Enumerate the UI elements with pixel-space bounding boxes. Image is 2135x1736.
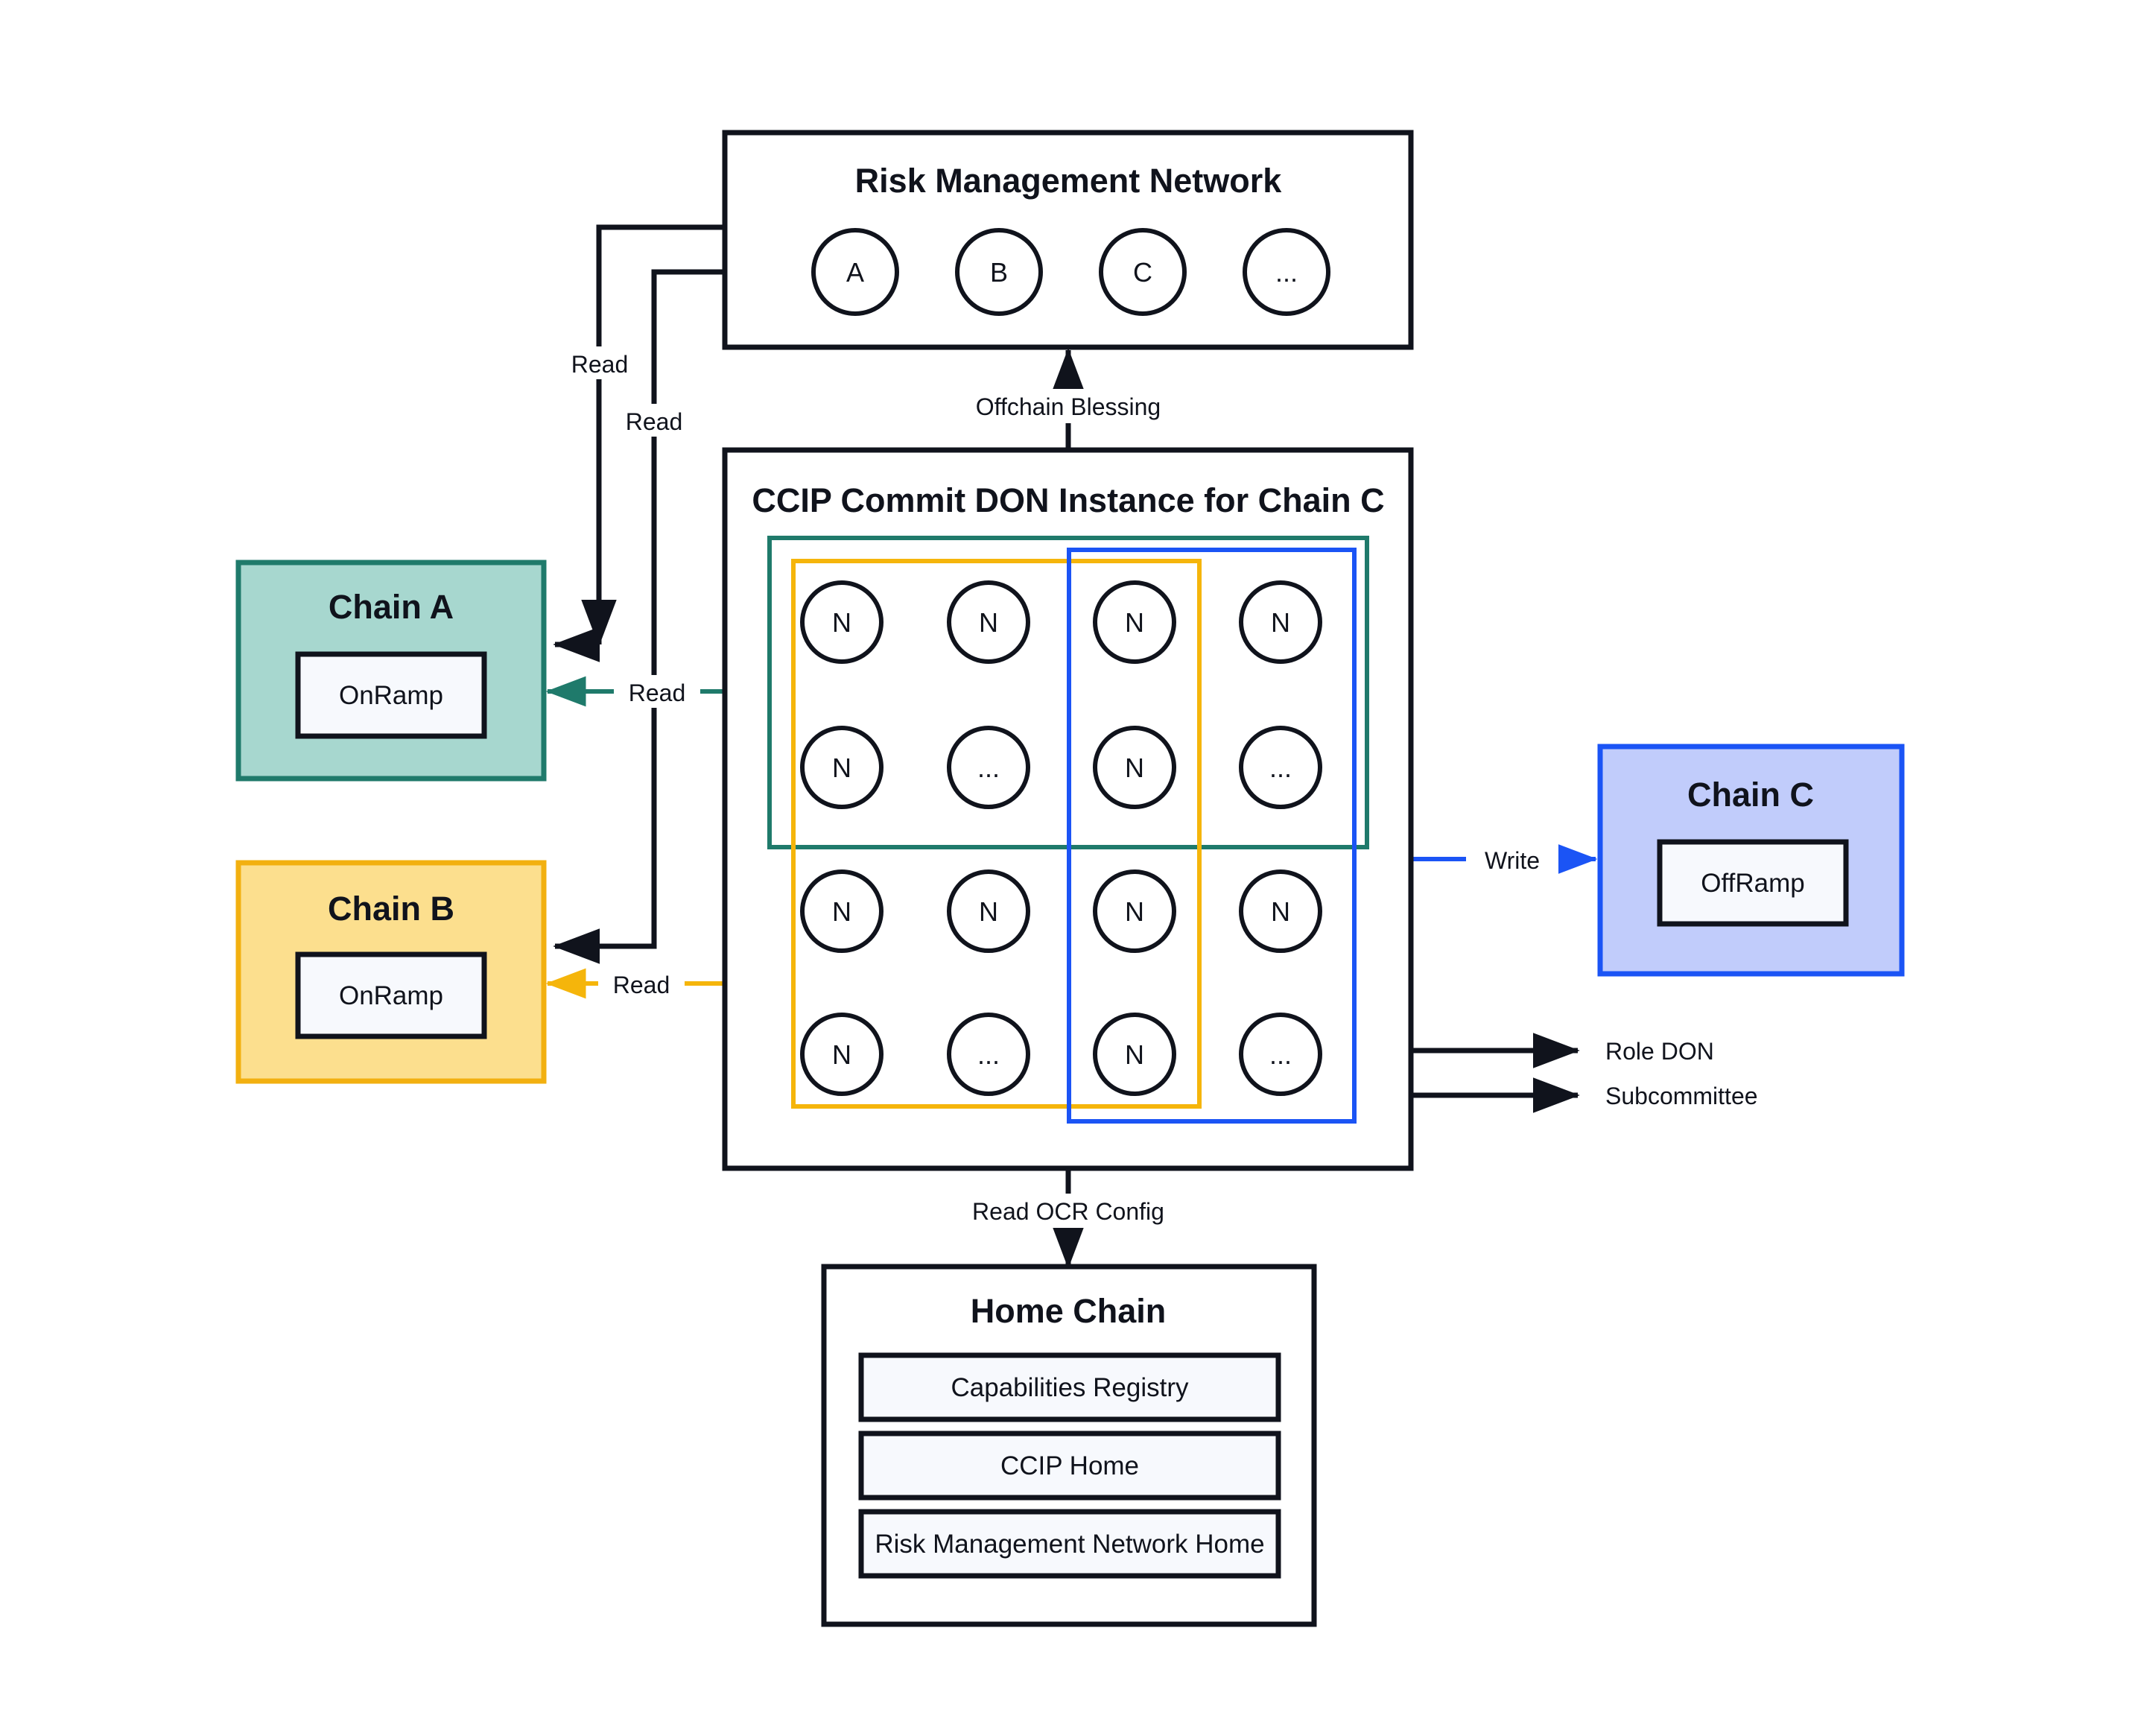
svg-text:Read: Read: [629, 679, 686, 706]
don-node-label: N: [832, 753, 851, 783]
don-node-label: N: [1125, 607, 1144, 638]
chain-c-title: Chain C: [1687, 776, 1814, 814]
edge-label-read-a-teal: Read: [614, 675, 700, 708]
don-node: ...: [1239, 726, 1322, 809]
chain-c-offramp-label: OffRamp: [1701, 869, 1804, 898]
don-node: N: [800, 580, 883, 664]
svg-text:Read: Read: [571, 351, 629, 378]
edge-label-offchain-blessing: Offchain Blessing: [976, 389, 1199, 423]
chain-c-offramp-box: [1657, 839, 1849, 927]
don-node-label: N: [1125, 896, 1144, 927]
risk-management-network-title: Risk Management Network: [855, 162, 1283, 200]
chain-c-box: Chain C OffRamp: [1597, 744, 1905, 977]
legend-subcommittee-label: Subcommittee: [1605, 1083, 1758, 1109]
don-node: N: [800, 726, 883, 809]
don-node: N: [1239, 869, 1322, 953]
chain-b-title: Chain B: [328, 890, 454, 928]
don-node-label: N: [1271, 896, 1290, 927]
chain-b-onramp-label: OnRamp: [339, 981, 443, 1010]
rmn-node-label: B: [990, 257, 1008, 288]
chain-a-onramp-label: OnRamp: [339, 681, 443, 710]
edge-label-write: Write: [1466, 843, 1558, 875]
don-node: N: [1093, 869, 1176, 953]
rmn-node: A: [811, 228, 899, 316]
edge-label-read-a-black: Read: [558, 346, 641, 379]
don-node-label: N: [1125, 753, 1144, 783]
rmn-node: ...: [1243, 228, 1330, 316]
don-node: N: [1093, 1013, 1176, 1096]
group-rect-yellow: [791, 559, 1202, 1109]
home-chain-item: Risk Management Network Home: [858, 1509, 1281, 1579]
don-node-label: N: [979, 607, 998, 638]
edge-read-chain-b-black: [553, 269, 725, 964]
don-node: N: [1093, 580, 1176, 664]
chain-b-box: Chain B OnRamp: [235, 860, 547, 1084]
rmn-node: C: [1099, 228, 1187, 316]
chain-a-box: Chain A OnRamp: [235, 560, 547, 782]
chain-a-title: Chain A: [329, 588, 454, 626]
don-node-label: N: [1125, 1039, 1144, 1070]
don-node: N: [800, 869, 883, 953]
rmn-node-label: C: [1133, 257, 1152, 288]
home-chain-item: CCIP Home: [858, 1431, 1281, 1501]
home-chain-item-label: Risk Management Network Home: [875, 1530, 1264, 1559]
legend-subcommittee: Subcommittee: [1605, 1083, 1758, 1109]
don-node-label: ...: [1269, 753, 1292, 783]
don-node: ...: [947, 1013, 1030, 1096]
edge-label-read-ocr-config: Read OCR Config: [970, 1194, 1208, 1228]
don-node: N: [947, 869, 1030, 953]
risk-management-network-box: Risk Management Network A B C ...: [722, 130, 1414, 350]
chain-b-onramp-box: [295, 951, 487, 1039]
don-node-label: N: [979, 896, 998, 927]
svg-text:Read: Read: [626, 408, 683, 435]
edge-read-chain-a-black: [553, 224, 725, 662]
don-node-label: N: [832, 607, 851, 638]
legend-role-don: Role DON: [1605, 1038, 1714, 1065]
don-node: ...: [947, 726, 1030, 809]
don-node: N: [800, 1013, 883, 1096]
ccip-commit-don-box: CCIP Commit DON Instance for Chain C N N…: [722, 447, 1414, 1171]
don-node: N: [1239, 580, 1322, 664]
rmn-node-label: A: [846, 257, 864, 288]
svg-text:Write: Write: [1485, 847, 1540, 874]
svg-text:Read OCR Config: Read OCR Config: [972, 1198, 1164, 1225]
don-node-label: ...: [1269, 1039, 1292, 1070]
edge-label-read-b-yellow: Read: [598, 967, 685, 1000]
legend-role-don-label: Role DON: [1605, 1038, 1714, 1065]
edge-label-read-b-black: Read: [612, 404, 696, 437]
home-chain-title: Home Chain: [971, 1292, 1167, 1330]
rmn-node-label: ...: [1275, 257, 1298, 288]
chain-a-onramp-box: [295, 651, 487, 739]
don-node: ...: [1239, 1013, 1322, 1096]
don-node: N: [1093, 726, 1176, 809]
rmn-node: B: [955, 228, 1043, 316]
home-chain-item: Capabilities Registry: [858, 1352, 1281, 1422]
don-node: N: [947, 580, 1030, 664]
svg-text:Read: Read: [613, 972, 670, 998]
don-node-label: ...: [977, 1039, 1000, 1070]
home-chain-item-label: CCIP Home: [1000, 1451, 1139, 1480]
don-node-label: N: [832, 1039, 851, 1070]
svg-text:Offchain Blessing: Offchain Blessing: [976, 393, 1161, 420]
group-rect-blue: [1067, 548, 1357, 1124]
ccip-commit-don-title: CCIP Commit DON Instance for Chain C: [752, 481, 1384, 519]
don-node-label: ...: [977, 753, 1000, 783]
home-chain-box: Home Chain Capabilities Registry CCIP Ho…: [821, 1264, 1317, 1627]
don-node-label: N: [832, 896, 851, 927]
home-chain-item-label: Capabilities Registry: [951, 1373, 1189, 1402]
don-node-label: N: [1271, 607, 1290, 638]
